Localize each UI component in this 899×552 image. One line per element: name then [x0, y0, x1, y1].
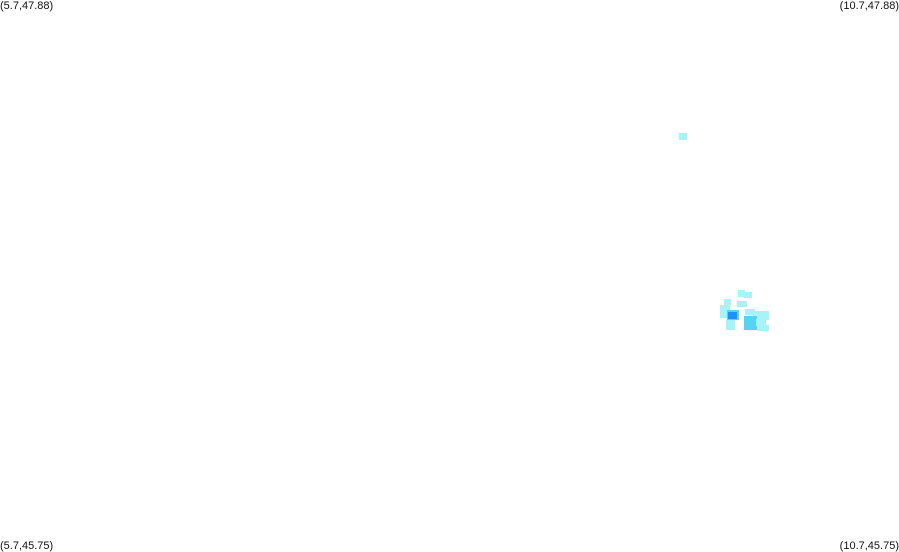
data-cell: [756, 319, 766, 326]
data-cell: [728, 312, 737, 319]
data-cell: [726, 320, 735, 330]
data-cell: [744, 292, 752, 298]
data-cell: [745, 309, 755, 315]
data-cell: [738, 290, 745, 297]
corner-coordinate-top-left: (5.7,47.88): [0, 0, 54, 12]
data-cell: [720, 305, 730, 318]
cluster-cell-group: [720, 290, 769, 331]
corner-coordinate-top-right: (10.7,47.88): [839, 0, 899, 12]
corner-coordinate-bottom-left: (5.7,45.75): [0, 540, 54, 552]
data-cell: [757, 325, 769, 331]
data-cell: [753, 311, 769, 320]
data-cell: [724, 299, 731, 305]
data-cell: [737, 301, 747, 307]
isolated-cell-group: [679, 133, 687, 140]
corner-coordinate-bottom-right: (10.7,45.75): [839, 540, 899, 552]
data-cell: [744, 316, 757, 330]
data-cell: [679, 133, 687, 140]
